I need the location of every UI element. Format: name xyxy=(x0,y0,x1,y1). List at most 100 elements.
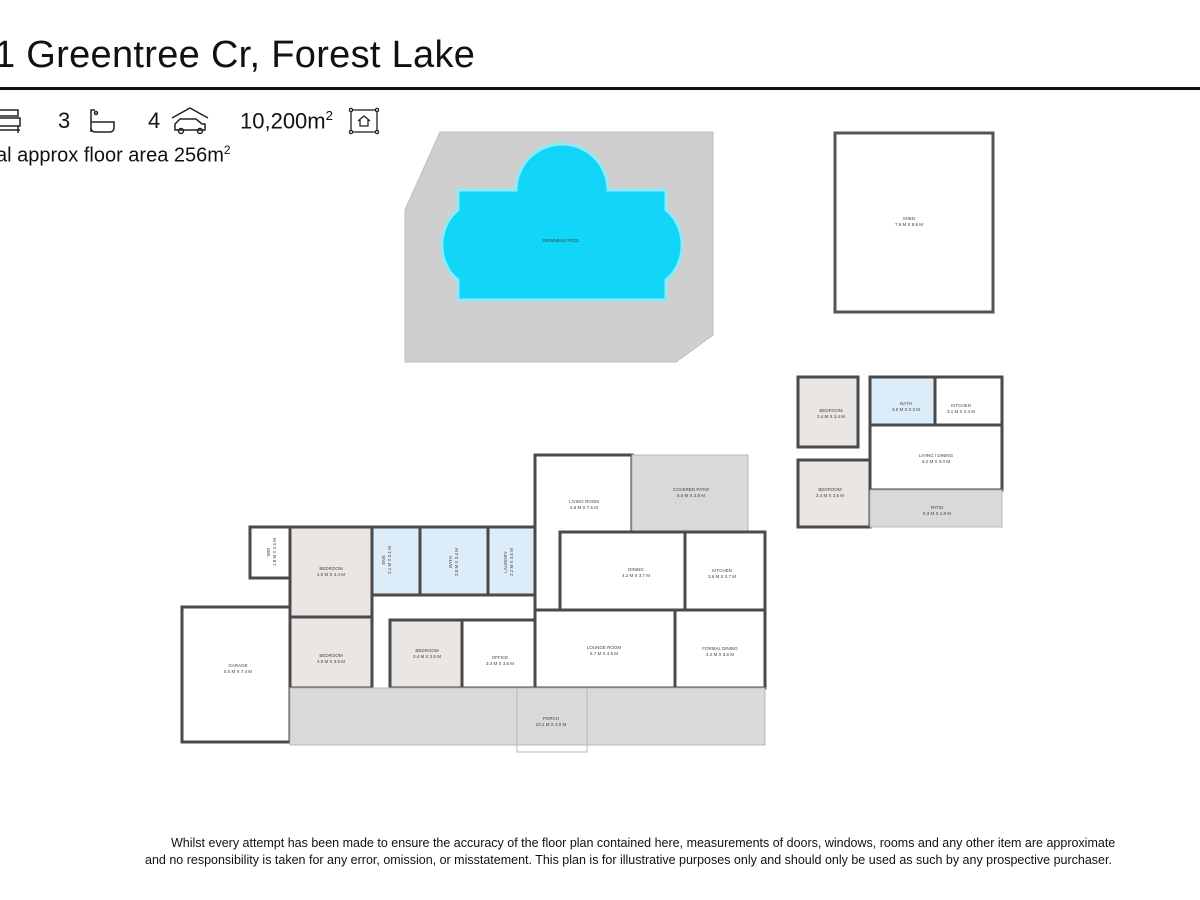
room-label: FORMAL DINING xyxy=(702,646,738,651)
room-size: 2.1 M X 2.1 M xyxy=(387,546,392,574)
room-label: PATIO xyxy=(931,505,944,510)
room-outline xyxy=(558,530,687,612)
room-outline xyxy=(289,687,766,746)
disclaimer-line-2: and no responsibility is taken for any e… xyxy=(145,853,1112,867)
room-outline xyxy=(631,454,749,533)
room-size: 3.6 M X 3.7 M xyxy=(708,574,736,579)
room-label: LIVING ROOM xyxy=(569,499,599,504)
room-size: 4.0 M X 4.4 M xyxy=(317,572,345,577)
porch-entry xyxy=(516,687,588,753)
pool-water xyxy=(440,142,684,302)
room-size: 4.6 M X 7.6 M xyxy=(570,505,598,510)
room-label: BEDROOM xyxy=(819,408,843,413)
room-outline xyxy=(180,605,292,744)
room-outline xyxy=(933,375,1004,427)
room-label: DINING xyxy=(628,567,644,572)
room-outline xyxy=(486,525,537,597)
room-outline xyxy=(533,453,634,612)
room-size: 3.0 M X 2.3 M xyxy=(892,407,920,412)
room-label: PORCH xyxy=(543,716,559,721)
room-size: 5.6 M X 3.8 M xyxy=(677,493,705,498)
room-outline xyxy=(388,618,464,690)
floor-area-text: al approx floor area 256m xyxy=(0,144,224,167)
shed-outline xyxy=(833,131,995,314)
land-area-value: 10,200m xyxy=(240,108,326,134)
bathroom-count: 3 xyxy=(58,108,71,133)
room-label: LOUNGE ROOM xyxy=(587,645,622,650)
room-size: 6.2 M X 3.0 M xyxy=(922,459,950,464)
room-outline xyxy=(868,375,937,427)
room-size: 3.4 M X 3.5 M xyxy=(486,661,514,666)
room-label: GARAGE xyxy=(228,663,247,668)
room-outline xyxy=(683,530,767,612)
room-size: 4.2 M X 3.7 M xyxy=(622,573,650,578)
bed-icon xyxy=(0,109,21,133)
room-label: COVERED PATIO xyxy=(673,487,710,492)
room-label: BEDROOM xyxy=(818,487,842,492)
land-house-icon xyxy=(348,107,380,135)
floor-area-unit-sup: 2 xyxy=(223,143,231,157)
shed-label: SHED xyxy=(903,216,916,221)
room-outline xyxy=(796,375,860,449)
room-label: ENS xyxy=(381,555,386,564)
room-label: BATH xyxy=(448,556,453,568)
floor-area: al approx floor area 256m2 xyxy=(0,143,231,168)
property-title: 1 Greentree Cr, Forest Lake xyxy=(0,34,476,76)
room-outline xyxy=(418,525,490,597)
disclaimer-line-1: Whilst every attempt has been made to en… xyxy=(171,836,1116,850)
room-outline xyxy=(673,608,767,690)
title-divider xyxy=(0,87,1200,90)
room-size: 3.1 M X 2.4 M xyxy=(947,409,975,414)
room-size: 3.4 M X 3.6 M xyxy=(816,493,844,498)
room-size: 5.0 M X 7.4 M xyxy=(224,669,252,674)
room-size: 4.2 M X 3.6 M xyxy=(706,652,734,657)
room-size: 23.1 M X 3.0 M xyxy=(536,722,567,727)
room-label: BATH xyxy=(900,401,912,406)
shed-size: 7.6 M X 8.6 M xyxy=(895,222,923,227)
room-outline xyxy=(869,489,1003,528)
bath-icon xyxy=(90,109,115,133)
room-outline xyxy=(533,608,677,690)
room-outline xyxy=(288,615,374,690)
room-size: 2.2 M X 3.5 M xyxy=(509,548,514,576)
garage-car-icon xyxy=(171,107,209,135)
room-outline xyxy=(288,525,374,619)
room-outline xyxy=(868,423,1004,492)
room-size: 3.4 M X 3.4 M xyxy=(817,414,845,419)
room-outline xyxy=(460,618,537,690)
room-label: LIVING / DINING xyxy=(919,453,954,458)
pool-surround xyxy=(404,131,714,363)
room-size: 4.0 M X 3.5 M xyxy=(317,659,345,664)
room-size: 6.7 M X 4.5 M xyxy=(590,651,618,656)
room-outline xyxy=(248,525,292,580)
room-size: 6.3 M X 1.8 M xyxy=(923,511,951,516)
room-label: KITCHEN xyxy=(951,403,971,408)
room-label: KITCHEN xyxy=(712,568,732,573)
room-label: BEDROOM xyxy=(319,566,343,571)
room-size: 1.8 M X 2.5 M xyxy=(272,538,277,566)
room-label: WIR xyxy=(266,547,271,556)
room-label: BEDROOM xyxy=(415,648,439,653)
room-size: 3.4 M X 3.5 M xyxy=(413,654,441,659)
swimming-pool: SWIMMING POOL xyxy=(404,131,714,363)
room-outline xyxy=(796,458,872,529)
